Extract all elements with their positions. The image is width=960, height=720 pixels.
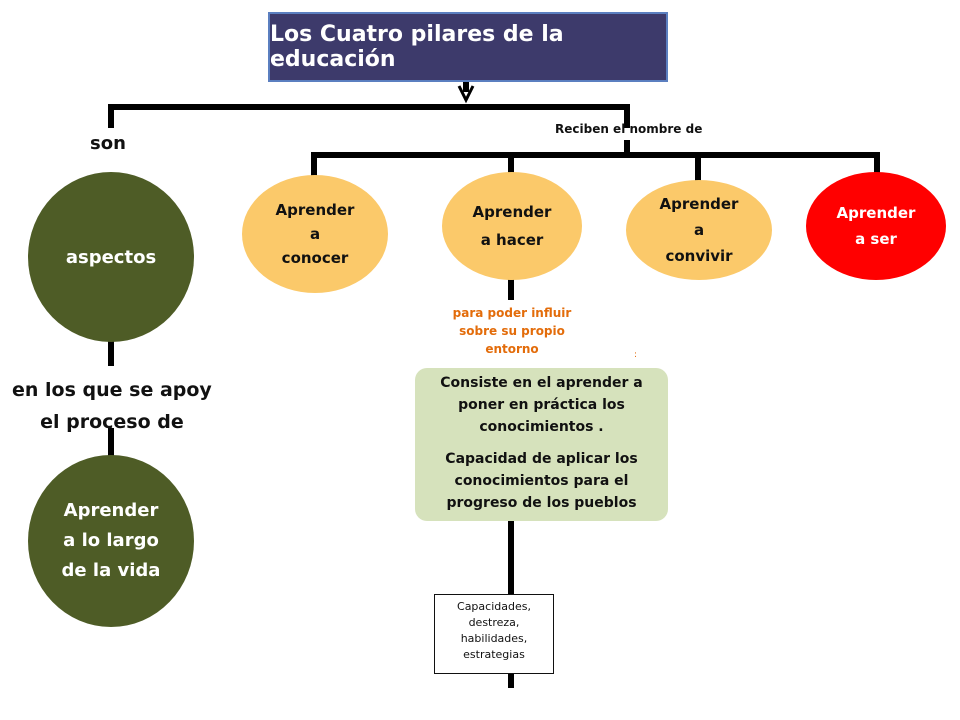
pillar-aprender-conocer: Aprender a conocer bbox=[242, 175, 388, 293]
pillar-line: Aprender bbox=[472, 203, 552, 221]
circle-aprender-largo-vida: Aprender a lo largo de la vida bbox=[28, 455, 194, 627]
description-line: conocimientos para el bbox=[454, 473, 629, 489]
capacities-line: estrategias bbox=[463, 648, 525, 661]
label-para-poder: para poder influir sobre su propio entor… bbox=[450, 304, 574, 358]
pillar-aprender-convivir: Aprender a convivir bbox=[626, 180, 772, 280]
description-line: poner en práctica los bbox=[458, 397, 625, 413]
capacities-line: destreza, bbox=[468, 616, 520, 629]
description-line: Capacidad de aplicar los bbox=[445, 451, 638, 467]
circle-aspectos-label: aspectos bbox=[65, 246, 157, 268]
capacities-line: habilidades, bbox=[460, 632, 528, 645]
pillar-line: Aprender bbox=[659, 195, 739, 213]
pillar-aprender-ser: Aprender a ser bbox=[806, 172, 946, 280]
capacities-box: Capacidades, destreza, habilidades, estr… bbox=[434, 594, 554, 674]
description-line: conocimientos . bbox=[479, 419, 604, 435]
label-reciben: Reciben el nombre de bbox=[555, 122, 703, 136]
arrow-down-icon bbox=[457, 85, 475, 104]
diagram-title: Los Cuatro pilares de la educación bbox=[268, 12, 668, 82]
label-para-poder-line: sobre su propio bbox=[459, 324, 565, 338]
description-box: Consiste en el aprender a poner en práct… bbox=[415, 368, 668, 521]
description-line: Consiste en el aprender a bbox=[440, 375, 643, 391]
label-en-los-que-line2: el proceso de bbox=[40, 411, 184, 433]
pillar-line: a bbox=[309, 225, 321, 243]
label-en-los-que-line1: en los que se apoy bbox=[12, 379, 212, 401]
label-para-poder-line: para poder influir bbox=[452, 306, 572, 320]
capacities-line: Capacidades, bbox=[457, 600, 531, 613]
pillar-aprender-hacer: Aprender a hacer bbox=[442, 172, 582, 280]
pillar-line: convivir bbox=[665, 247, 733, 265]
pillar-line: Aprender bbox=[275, 201, 355, 219]
circle-line: a lo largo bbox=[63, 530, 159, 551]
pillar-line: a bbox=[693, 221, 705, 239]
label-son: son bbox=[90, 133, 126, 154]
svg-text::: : bbox=[634, 350, 637, 360]
circle-line: de la vida bbox=[61, 560, 161, 581]
pillar-line: a ser bbox=[855, 230, 897, 248]
label-en-los-que: en los que se apoy el proceso de bbox=[12, 374, 212, 438]
pillar-line: a hacer bbox=[480, 231, 544, 249]
label-para-poder-line: entorno bbox=[485, 342, 539, 356]
pillar-line: conocer bbox=[281, 249, 349, 267]
description-line: progreso de los pueblos bbox=[446, 495, 637, 511]
circle-aspectos: aspectos bbox=[28, 172, 194, 342]
circle-line: Aprender bbox=[63, 500, 159, 521]
pillar-line: Aprender bbox=[836, 204, 916, 222]
